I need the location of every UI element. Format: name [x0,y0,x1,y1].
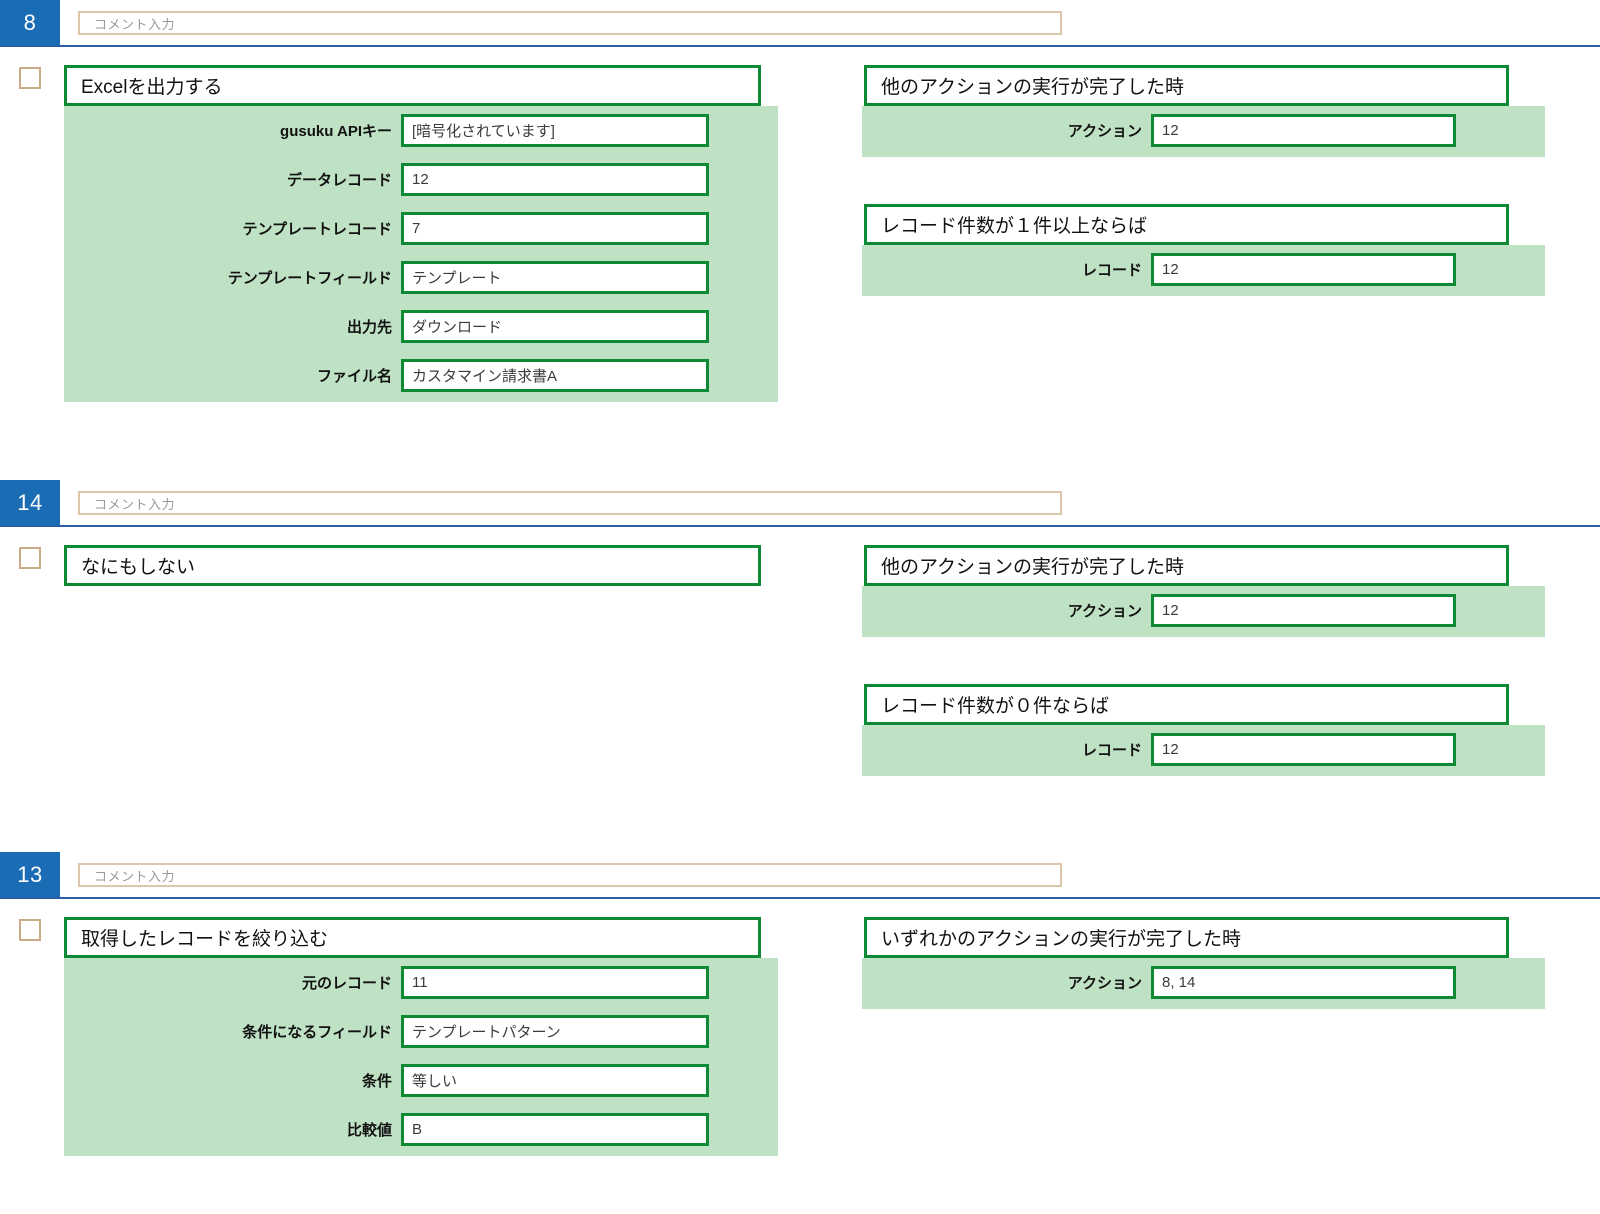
field-label: ファイル名 [316,368,392,385]
field-row: テンプレートレコード 7 [64,212,778,245]
field-value[interactable]: 7 [401,212,709,245]
field-value[interactable]: B [401,1113,709,1146]
comment-input[interactable]: コメント入力 [78,11,1062,35]
rule-select-checkbox[interactable] [19,919,41,941]
field-value[interactable]: テンプレートパターン [401,1015,709,1048]
section-body: Excelを出力する gusuku APIキー [暗号化されています] データレ… [0,47,1600,480]
field-value[interactable]: [暗号化されています] [401,114,709,147]
field-row: 比較値 B [64,1113,778,1146]
trigger-card-fields: アクション 12 [862,106,1545,157]
trigger-card: いずれかのアクションの実行が完了した時 アクション 8, 14 [862,917,1545,1009]
trigger-card-title[interactable]: レコード件数が１件以上ならば [864,204,1509,245]
field-label: アクション [1067,123,1142,140]
field-row: アクション 8, 14 [862,966,1545,999]
section-header: 14 コメント入力 [0,480,1600,527]
field-row: テンプレートフィールド テンプレート [64,261,778,294]
action-card-title[interactable]: 取得したレコードを絞り込む [64,917,761,958]
field-row: レコード 12 [862,733,1545,766]
field-value[interactable]: 12 [1151,594,1456,627]
action-card-title[interactable]: Excelを出力する [64,65,761,106]
action-card-title[interactable]: なにもしない [64,545,761,586]
section-divider [0,897,1600,899]
trigger-card: レコード件数が０件ならば レコード 12 [862,684,1545,776]
field-row: アクション 12 [862,114,1545,147]
comment-input[interactable]: コメント入力 [78,491,1062,515]
comment-input[interactable]: コメント入力 [78,863,1062,887]
action-card: Excelを出力する gusuku APIキー [暗号化されています] データレ… [64,65,778,402]
section-body: 取得したレコードを絞り込む 元のレコード 11 条件になるフィールド テンプレー… [0,899,1600,1214]
field-label: アクション [1067,975,1142,992]
field-label: テンプレートフィールド [227,270,392,287]
action-card: なにもしない [64,545,761,586]
rule-section: 14 コメント入力 なにもしない 他のアクションの実行が完了した時 アクション … [0,480,1600,852]
trigger-card: 他のアクションの実行が完了した時 アクション 12 [862,545,1545,637]
field-label: レコード [1081,742,1142,759]
trigger-card: 他のアクションの実行が完了した時 アクション 12 [862,65,1545,157]
field-row: 元のレコード 11 [64,966,778,999]
rule-index-badge: 14 [0,480,60,525]
field-value[interactable]: 等しい [401,1064,709,1097]
field-label: 条件になるフィールド [242,1024,392,1041]
trigger-card-fields: レコード 12 [862,245,1545,296]
field-row: データレコード 12 [64,163,778,196]
field-row: アクション 12 [862,594,1545,627]
field-value[interactable]: 12 [1151,733,1456,766]
rule-section: 8 コメント入力 Excelを出力する gusuku APIキー [暗号化されて… [0,0,1600,480]
field-value[interactable]: 11 [401,966,709,999]
field-row: 条件になるフィールド テンプレートパターン [64,1015,778,1048]
field-value[interactable]: カスタマイン請求書A [401,359,709,392]
field-label: 条件 [361,1073,392,1090]
field-row: 出力先 ダウンロード [64,310,778,343]
rule-select-checkbox[interactable] [19,547,41,569]
field-row: 条件 等しい [64,1064,778,1097]
field-label: データレコード [286,172,392,189]
section-divider [0,45,1600,47]
field-row: レコード 12 [862,253,1545,286]
field-value[interactable]: ダウンロード [401,310,709,343]
field-label: アクション [1067,603,1142,620]
field-label: gusuku APIキー [280,123,392,140]
rule-index-badge: 8 [0,0,60,45]
action-card: 取得したレコードを絞り込む 元のレコード 11 条件になるフィールド テンプレー… [64,917,778,1156]
field-value[interactable]: テンプレート [401,261,709,294]
rule-index-badge: 13 [0,852,60,897]
section-body: なにもしない 他のアクションの実行が完了した時 アクション 12 レコード件数が… [0,527,1600,852]
field-label: 元のレコード [301,975,392,992]
field-value[interactable]: 12 [1151,253,1456,286]
section-header: 13 コメント入力 [0,852,1600,899]
trigger-card-title[interactable]: レコード件数が０件ならば [864,684,1509,725]
trigger-card-fields: アクション 8, 14 [862,958,1545,1009]
trigger-card-fields: レコード 12 [862,725,1545,776]
action-card-fields: 元のレコード 11 条件になるフィールド テンプレートパターン 条件 等しい 比… [64,958,778,1156]
trigger-card: レコード件数が１件以上ならば レコード 12 [862,204,1545,296]
field-label: 比較値 [346,1122,392,1139]
section-header: 8 コメント入力 [0,0,1600,47]
field-row: gusuku APIキー [暗号化されています] [64,114,778,147]
rule-section: 13 コメント入力 取得したレコードを絞り込む 元のレコード 11 条件になるフ… [0,852,1600,1214]
field-label: 出力先 [346,319,392,336]
section-divider [0,525,1600,527]
field-row: ファイル名 カスタマイン請求書A [64,359,778,392]
field-label: テンプレートレコード [242,221,392,238]
action-card-fields: gusuku APIキー [暗号化されています] データレコード 12 テンプレ… [64,106,778,402]
field-value[interactable]: 12 [401,163,709,196]
field-value[interactable]: 12 [1151,114,1456,147]
trigger-card-title[interactable]: いずれかのアクションの実行が完了した時 [864,917,1509,958]
field-label: レコード [1081,262,1142,279]
trigger-card-title[interactable]: 他のアクションの実行が完了した時 [864,65,1509,106]
rule-select-checkbox[interactable] [19,67,41,89]
trigger-card-title[interactable]: 他のアクションの実行が完了した時 [864,545,1509,586]
trigger-card-fields: アクション 12 [862,586,1545,637]
field-value[interactable]: 8, 14 [1151,966,1456,999]
